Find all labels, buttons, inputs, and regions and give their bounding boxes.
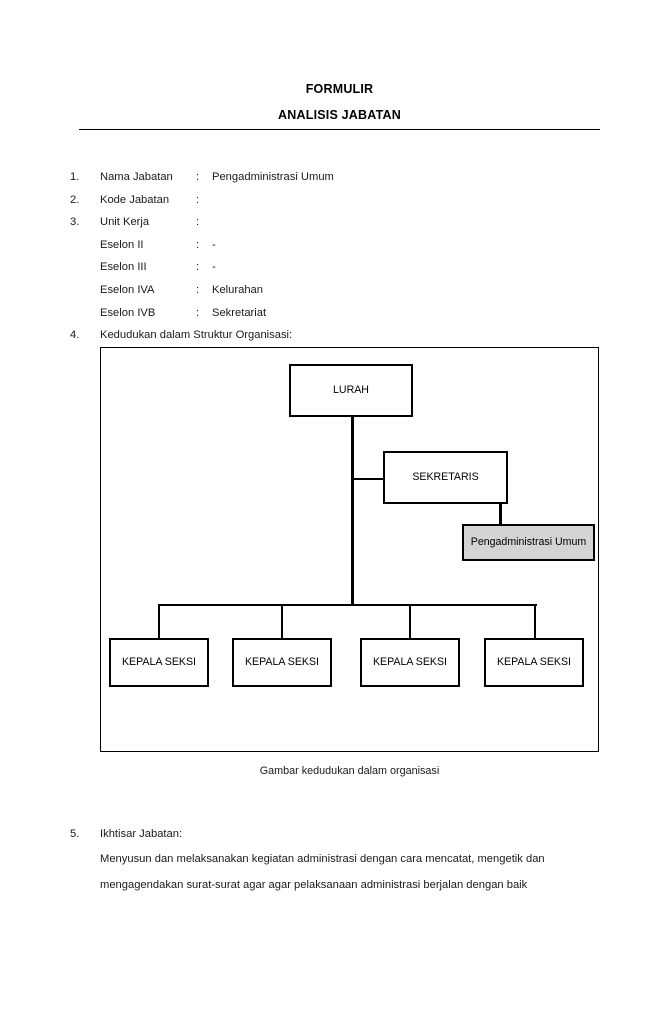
field-label: Eselon II (100, 238, 144, 251)
org-node-label: KEPALA SEKSI (244, 656, 319, 669)
org-chart-caption: Gambar kedudukan dalam organisasi (259, 765, 440, 777)
field-row-kode-jabatan: 2. Kode Jabatan : (70, 189, 610, 212)
field-row-kedudukan: 4. Kedudukan dalam Struktur Organisasi: (70, 324, 610, 347)
field-label: Eselon IVB (100, 306, 156, 319)
connector-seksi-drop-2 (281, 604, 284, 639)
field-row-eselon-iva: Eselon IVA : Kelurahan (70, 279, 610, 302)
field-row-eselon-iii: Eselon III : - (70, 256, 610, 279)
field-row-nama-jabatan: 1. Nama Jabatan : Pengadministrasi Umum (70, 166, 610, 189)
connector-seksi-drop-1 (158, 604, 161, 639)
field-colon: : (196, 238, 200, 251)
field-row-eselon-ivb: Eselon IVB : Sekretariat (70, 302, 610, 325)
org-node-label: KEPALA SEKSI (372, 656, 447, 669)
field-value: Kelurahan (212, 283, 264, 296)
field-value: Sekretariat (212, 306, 267, 319)
ikhtisar-text: Menyusun dan melaksanakan kegiatan admin… (100, 853, 545, 891)
org-node-label: Pengadministrasi Umum (470, 536, 587, 549)
page-title-line-1: FORMULIR (305, 82, 374, 96)
field-label: Kode Jabatan (100, 193, 170, 206)
field-colon: : (196, 306, 200, 319)
field-label: Eselon III (100, 261, 147, 274)
field-value: - (212, 261, 216, 274)
field-colon: : (196, 193, 200, 206)
connector-lurah-trunk (351, 417, 354, 606)
field-colon: : (196, 171, 200, 183)
org-node-sekretaris[interactable]: SEKRETARIS (383, 451, 508, 504)
org-chart-frame: LURAH SEKRETARIS Pengadministrasi Umum K… (100, 347, 599, 752)
field-colon: : (196, 283, 200, 296)
connector-seksi-bar (158, 604, 537, 607)
connector-seksi-drop-3 (409, 604, 412, 639)
field-label: Eselon IVA (100, 283, 155, 296)
org-node-lurah[interactable]: LURAH (289, 364, 413, 417)
org-node-label: KEPALA SEKSI (496, 656, 571, 669)
field-colon: : (196, 216, 200, 229)
field-number: 4. (70, 329, 80, 342)
field-value: - (212, 238, 216, 251)
field-number: 3. (70, 216, 80, 229)
ikhtisar-section: 5. Ikhtisar Jabatan: Menyusun dan melaks… (70, 822, 610, 898)
document-header: FORMULIR ANALISIS JABATAN (79, 76, 600, 128)
org-node-label: KEPALA SEKSI (121, 656, 196, 669)
connector-trunk-to-sekretaris (351, 478, 384, 480)
org-node-label: SEKRETARIS (412, 471, 479, 484)
org-node-label: LURAH (333, 384, 369, 397)
field-row-eselon-ii: Eselon II : - (70, 234, 610, 257)
field-number: 1. (70, 171, 80, 183)
connector-seksi-drop-4 (534, 604, 537, 639)
field-value: Pengadministrasi Umum (212, 171, 334, 183)
field-label: Unit Kerja (100, 216, 150, 229)
field-row-unit-kerja: 3. Unit Kerja : (70, 211, 610, 234)
identification-fields: 1. Nama Jabatan : Pengadministrasi Umum … (70, 166, 610, 347)
org-node-kepala-seksi-2[interactable]: KEPALA SEKSI (232, 638, 332, 687)
field-label: Kedudukan dalam Struktur Organisasi: (100, 329, 293, 342)
org-node-pengadministrasi-umum[interactable]: Pengadministrasi Umum (462, 524, 595, 561)
page-title-line-2: ANALISIS JABATAN (278, 108, 401, 122)
org-chart-canvas: LURAH SEKRETARIS Pengadministrasi Umum K… (101, 348, 598, 751)
ikhtisar-heading: Ikhtisar Jabatan: (100, 828, 183, 840)
field-colon: : (196, 261, 200, 274)
org-node-kepala-seksi-1[interactable]: KEPALA SEKSI (109, 638, 209, 687)
org-node-kepala-seksi-3[interactable]: KEPALA SEKSI (360, 638, 460, 687)
field-number: 2. (70, 193, 80, 206)
org-node-kepala-seksi-4[interactable]: KEPALA SEKSI (484, 638, 584, 687)
field-label: Nama Jabatan (100, 171, 173, 183)
header-divider (79, 129, 600, 130)
field-number: 5. (70, 828, 80, 840)
ikhtisar-heading-row: 5. Ikhtisar Jabatan: (70, 822, 610, 847)
